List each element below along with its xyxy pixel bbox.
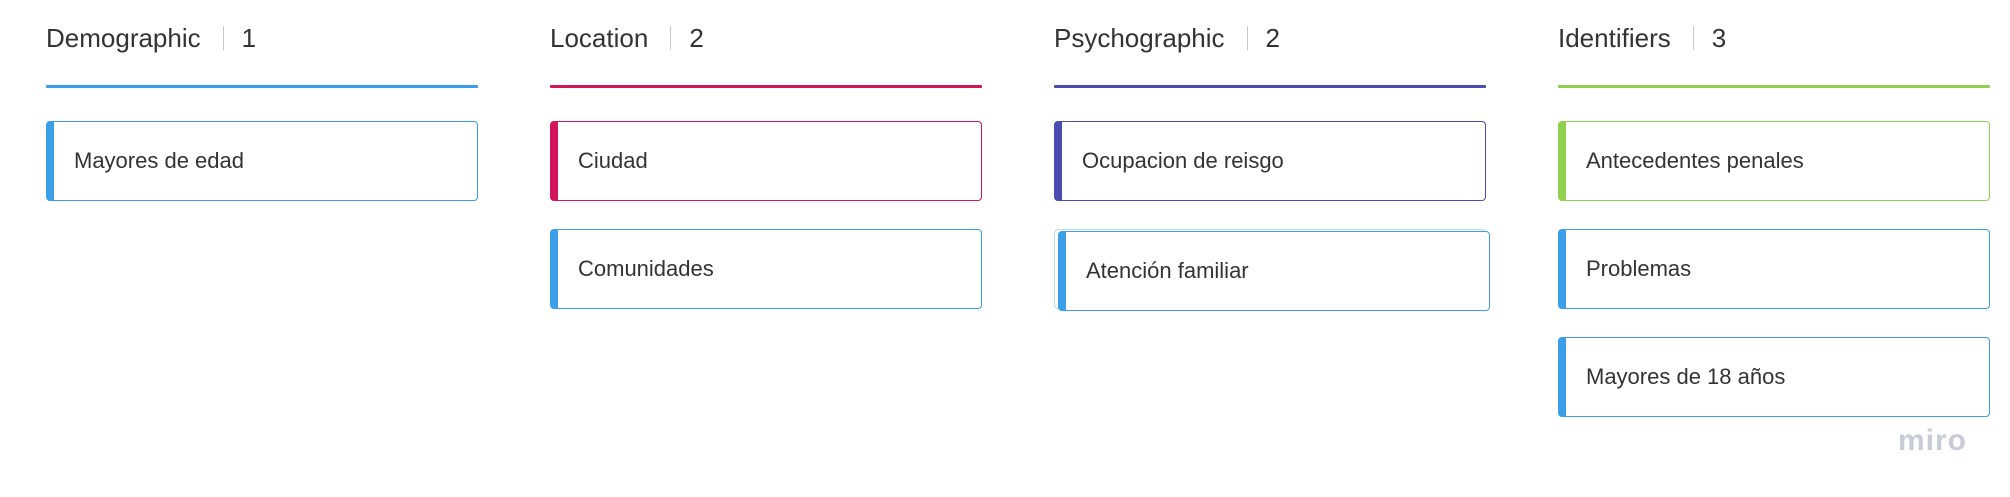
column-rule — [550, 85, 982, 88]
miro-logo: miro — [1898, 424, 1968, 457]
card-antecedentes-penales[interactable]: Antecedentes penales — [1558, 121, 1990, 201]
card-label: Mayores de 18 años — [1586, 364, 1786, 389]
column-header[interactable]: Location 2 — [550, 18, 704, 58]
card-comunidades[interactable]: Comunidades — [550, 229, 982, 309]
column-count: 2 — [1265, 22, 1281, 53]
card-label: Comunidades — [578, 256, 714, 281]
card-label: Problemas — [1586, 256, 1692, 281]
card-label: Antecedentes penales — [1586, 148, 1804, 173]
column-count: 1 — [241, 22, 257, 53]
header-divider — [222, 26, 224, 50]
column-rule — [1558, 85, 1990, 88]
column-title: Psychographic — [1054, 22, 1225, 53]
column-header[interactable]: Demographic 1 — [46, 18, 256, 58]
column-title: Identifiers — [1558, 22, 1671, 53]
column-header[interactable]: Identifiers 3 — [1558, 18, 1726, 58]
card-problemas[interactable]: Problemas — [1558, 229, 1990, 309]
card-ocupacion-de-reisgo[interactable]: Ocupacion de reisgo — [1054, 121, 1486, 201]
card-atencion-familiar[interactable]: Atención familiar — [1058, 231, 1490, 311]
header-divider — [1692, 26, 1694, 50]
card-label: Ocupacion de reisgo — [1082, 148, 1284, 173]
card-ciudad[interactable]: Ciudad — [550, 121, 982, 201]
column-header[interactable]: Psychographic 2 — [1054, 18, 1280, 58]
card-mayores-de-18-anos[interactable]: Mayores de 18 años — [1558, 337, 1990, 417]
card-label: Ciudad — [578, 148, 648, 173]
column-rule — [1054, 85, 1486, 88]
header-divider — [670, 26, 672, 50]
column-title: Location — [550, 22, 649, 53]
column-count: 3 — [1711, 22, 1727, 53]
card-label: Atención familiar — [1086, 258, 1249, 283]
column-count: 2 — [689, 22, 704, 53]
column-title: Demographic — [46, 22, 201, 53]
card-mayores-de-edad[interactable]: Mayores de edad — [46, 121, 478, 201]
card-label: Mayores de edad — [74, 148, 244, 173]
column-rule — [46, 85, 478, 88]
header-divider — [1246, 26, 1248, 50]
